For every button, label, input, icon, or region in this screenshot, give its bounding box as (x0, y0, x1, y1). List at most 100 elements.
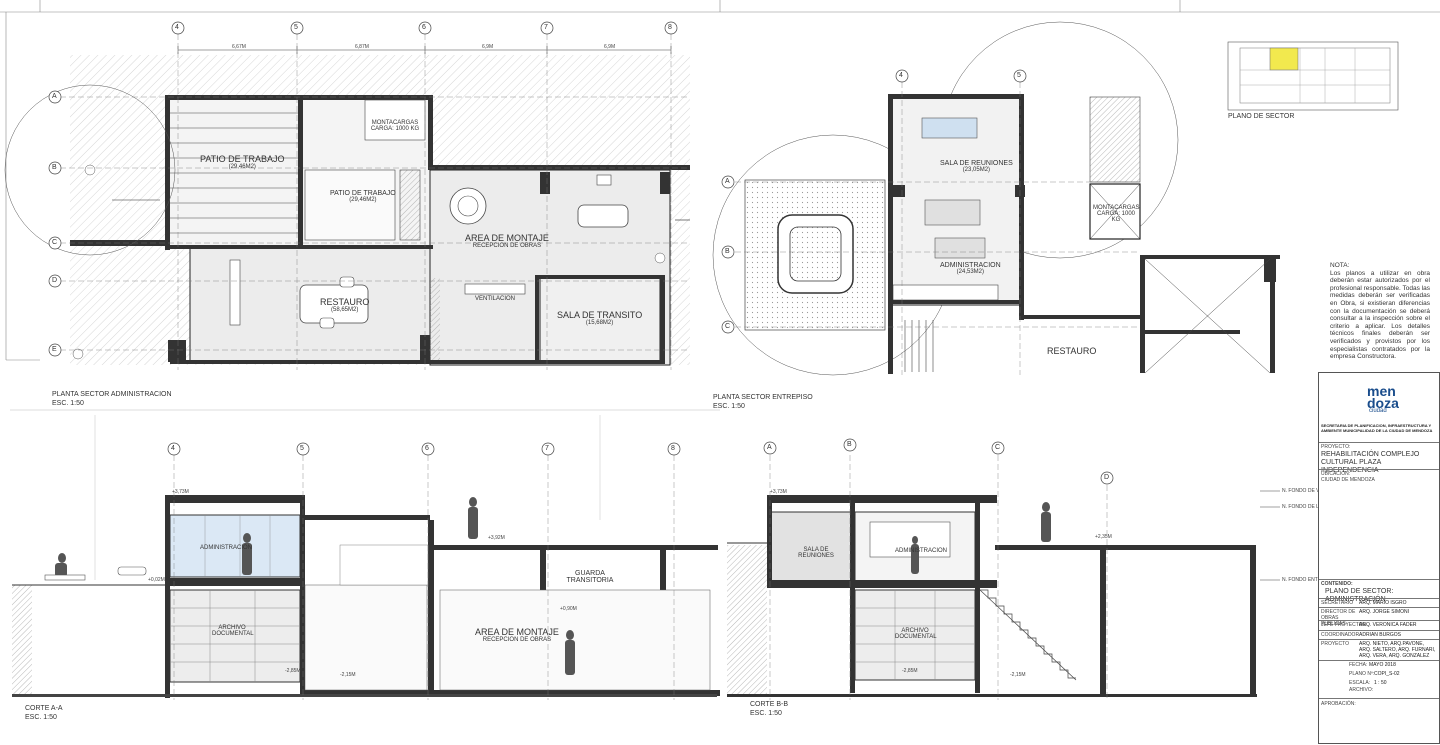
fecha-label: FECHA: (1349, 662, 1368, 668)
room-montacargas: MONTACARGAS CARGA: 1000 KG (370, 120, 420, 132)
grid-row-d: D (52, 277, 58, 284)
bb-level-2: +2,35m (1095, 534, 1112, 540)
staff-k-1: DIRECTOR DE OBRAS PUBLICAS (1321, 609, 1356, 627)
aprobacion-label: APROBACIÓN: (1321, 701, 1356, 707)
human-figures (55, 497, 575, 675)
grid-col-6: 6 (422, 24, 426, 31)
logo-doza: doza (1367, 395, 1399, 411)
grid-col-4: 4 (175, 24, 179, 31)
ent-row-c: C (725, 323, 731, 330)
bb-room-admin: ADMINISTRACION (895, 548, 948, 554)
aa-level-4: +0,02m (148, 577, 165, 583)
bb-level-4: -2,15m (1010, 672, 1026, 678)
aa-room-guarda: GUARDA TRANSITORIA (566, 570, 614, 584)
staff-v-3: ADRIAN BURGOS (1359, 632, 1401, 638)
section-aa (10, 409, 720, 700)
proyecto-value: REHABILITACIÓN COMPLEJO CULTURAL PLAZA I… (1321, 451, 1420, 474)
ent-room-montacargas: MONTACARGAS CARGA: 1000 KG (1093, 205, 1140, 223)
proyecto-label: PROYECTO: (1321, 444, 1351, 450)
aa-col-label-7: 7 (545, 445, 549, 452)
aa-level-3: +0,90m (560, 606, 577, 612)
aa-col-label-8: 8 (671, 445, 675, 452)
grid-col-7: 7 (544, 24, 548, 31)
grid-row-e: E (52, 346, 57, 353)
bb-level-tag-1: N. FONDO DE VIGA +3,73m (1282, 488, 1347, 494)
aa-col-label-5: 5 (300, 445, 304, 452)
ubicacion-value: CIUDAD DE MENDOZA (1321, 477, 1375, 483)
bb-col-b: B (847, 441, 852, 448)
grid-row-c: C (52, 239, 58, 246)
staff-k-2: JEFE PROYECTOS (1321, 622, 1366, 628)
staff-v-1: ARQ. JORGE SIMONI (1359, 609, 1410, 615)
grid-col-5: 5 (294, 24, 298, 31)
dim-3: 6,9m (482, 44, 494, 50)
escala-label: ESCALA: (1349, 680, 1371, 686)
aa-level-1: +3,73m (172, 489, 189, 495)
staff-k-4: PROYECTO (1321, 641, 1349, 647)
ent-col-4: 4 (899, 72, 903, 79)
ent-col-5: 5 (1017, 72, 1021, 79)
logo-men: men (1367, 383, 1396, 399)
aa-col-label-6: 6 (425, 445, 429, 452)
ent-row-b: B (725, 248, 730, 255)
bb-room-archivo: ARCHIVO DOCUMENTAL (895, 628, 937, 640)
grid-row-b: B (52, 164, 57, 171)
sector-map-title: PLANO DE SECTOR (1228, 113, 1295, 120)
grid-col-8: 8 (668, 24, 672, 31)
aa-level-5: -2,85m (285, 668, 301, 674)
aa-room-archivo: ARCHIVO DOCUMENTAL (212, 625, 254, 637)
ent-row-a: A (725, 178, 730, 185)
secretaria-text: SECRETARIA DE PLANIFICACION, INFRAESTRUC… (1321, 423, 1433, 433)
dim-1: 6,67m (232, 44, 246, 50)
bb-level-1: +3,73m (770, 489, 787, 495)
bb-level-tag-2: N. FONDO DE LOSA +3,13m (1282, 504, 1348, 510)
staff-k-0: SECRETARIO (1321, 600, 1354, 606)
bb-col-d: D (1104, 474, 1110, 481)
sector-key-map (1227, 41, 1399, 111)
contenido-label: CONTENIDO: (1321, 581, 1353, 587)
aa-level-2: +3,92m (488, 535, 505, 541)
room-sala-transito: SALA DE TRANSITO(15,68m2) (557, 310, 643, 326)
bb-room-reuniones: SALA DE REUNIONES (798, 547, 834, 559)
ent-room-reuniones: SALA DE REUNIONES(23,05m2) (940, 160, 1013, 173)
aa-level-6: -2,15m (340, 672, 356, 678)
bb-col-a: A (767, 444, 772, 451)
escala-value: 1 : 50 (1374, 680, 1387, 686)
ubicacion-label: UBICACIÓN: (1321, 471, 1351, 477)
general-notes: NOTA: Los planos a utilizar en obra debe… (1330, 262, 1430, 361)
ent-room-admin: ADMINISTRACION(24,53m2) (940, 262, 1001, 275)
staff-v-0: ARQ. MARIO ISGRO (1359, 600, 1407, 606)
title-block: men doza ciudad SECRETARIA DE PLANIFICAC… (1318, 372, 1440, 744)
bb-level-3: -2,85m (902, 668, 918, 674)
room-restauro: RESTAURO(58,65m2) (320, 297, 370, 313)
plan-entrepiso (712, 21, 1280, 376)
aa-col-label-4: 4 (171, 445, 175, 452)
logo-ciudad: ciudad (1369, 408, 1387, 414)
plano-label: PLANO Nº: (1349, 671, 1375, 677)
bb-col-c: C (995, 444, 1001, 451)
dim-4: 6,9m (604, 44, 616, 50)
plano-value: COPI_S-02 (1374, 671, 1400, 677)
archivo-label: ARCHIVO: (1349, 687, 1374, 693)
ent-room-restauro: RESTAURO (1047, 346, 1097, 356)
label-ventilacion: VENTILACION (475, 296, 516, 302)
dim-2: 6,87m (355, 44, 369, 50)
contenido-value: PLANO DE SECTOR: ADMINISTRACIÓN (1325, 588, 1394, 603)
notes-heading: NOTA: (1330, 262, 1350, 269)
staff-k-3: COORDINADOR (1321, 632, 1360, 638)
fecha-value: MAYO 2018 (1369, 662, 1396, 668)
staff-v-2: ARQ. VERONICA FADER (1359, 622, 1417, 628)
notes-body: Los planos a utilizar en obra deberán es… (1330, 269, 1430, 361)
room-patio-1: PATIO DE TRABAJO(29,46m2) (200, 154, 285, 170)
aa-room-admin: ADMINISTRACION (200, 545, 253, 551)
staff-v-4: ARQ. NIETO, ARQ.PAVONE, ARQ. SALTERO, AR… (1359, 641, 1436, 659)
plan-administracion (4, 21, 690, 370)
section-bb (727, 438, 1280, 700)
